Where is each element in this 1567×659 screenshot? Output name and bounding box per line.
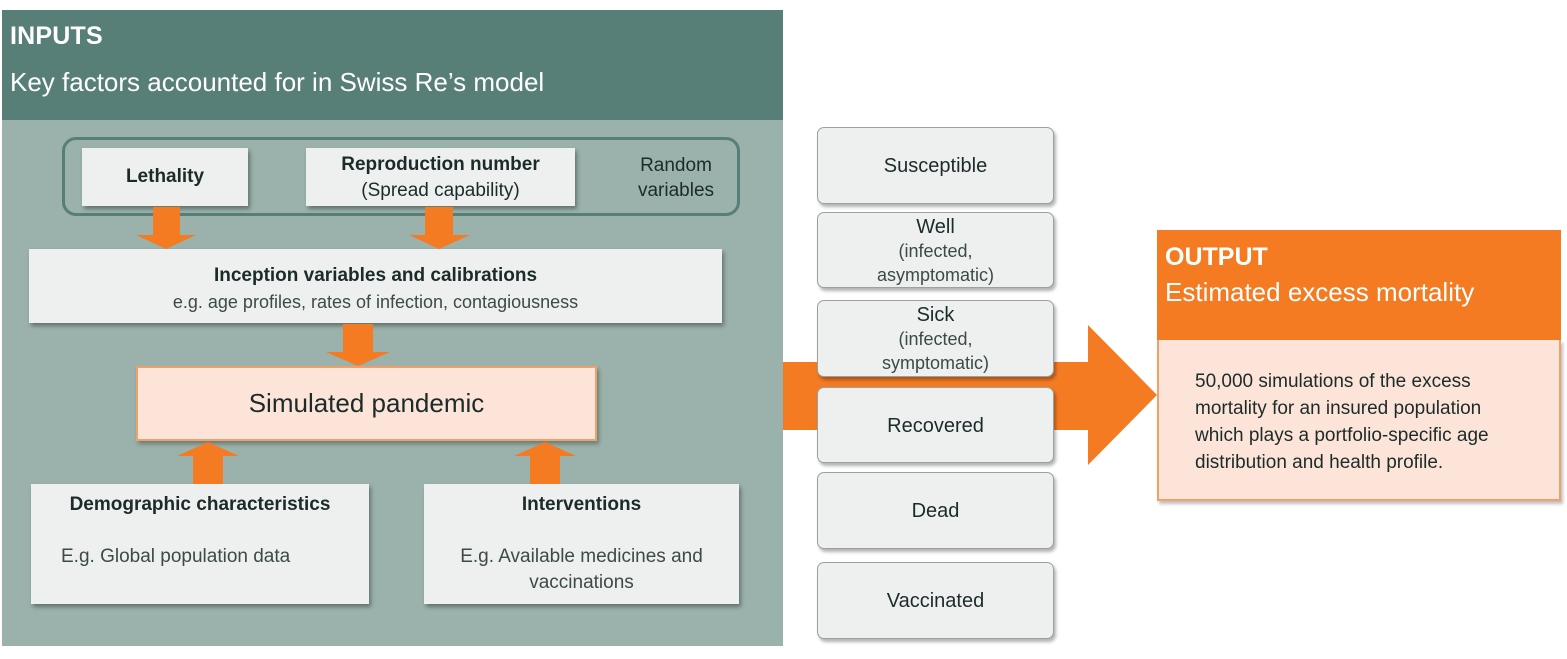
lethality-box: Lethality xyxy=(82,148,248,206)
reproduction-title: Reproduction number xyxy=(341,154,540,175)
state-well-sub-1: (infected, xyxy=(898,241,973,261)
arrow-reproduction-down xyxy=(409,207,470,249)
state-sick-label: Sick xyxy=(916,304,955,326)
state-well-sub-2: asymptomatic) xyxy=(876,265,995,285)
output-line-1: 50,000 simulations of the excess xyxy=(1195,371,1471,392)
output-line-2: mortality for an insured population xyxy=(1195,398,1482,419)
inception-variables-box: Inception variables and calibrations e.g… xyxy=(29,249,722,323)
demographic-description: E.g. Global population data xyxy=(61,546,291,567)
inception-title: Inception variables and calibrations xyxy=(213,265,538,286)
output-subheading: Estimated excess mortality xyxy=(1165,277,1475,307)
inputs-header: INPUTS Key factors accounted for in Swis… xyxy=(2,10,783,120)
state-well-label: Well xyxy=(916,216,955,238)
arrow-lethality-down xyxy=(136,207,196,249)
output-line-3: which plays a portfolio-specific age xyxy=(1195,425,1489,446)
arrow-inception-down xyxy=(326,324,390,366)
state-sick-sub-1: (infected, xyxy=(898,329,973,349)
state-dead: Dead xyxy=(817,472,1054,549)
simulated-pandemic-box: Simulated pandemic xyxy=(136,366,597,441)
state-vaccinated: Vaccinated xyxy=(817,562,1054,639)
interventions-desc-line-1: E.g. Available medicines and xyxy=(460,546,703,567)
random-label-line-1: Random xyxy=(640,155,712,176)
random-label-line-2: variables xyxy=(637,180,715,201)
state-sick: Sick (infected, symptomatic) xyxy=(817,300,1054,377)
state-well: Well (infected, asymptomatic) xyxy=(817,212,1054,288)
arrow-demographic-up xyxy=(177,442,239,484)
interventions-title: Interventions xyxy=(521,494,642,515)
reproduction-number-box: Reproduction number (Spread capability) xyxy=(306,148,575,206)
interventions-description: E.g. Available medicines and vaccination… xyxy=(424,544,739,596)
output-line-4: distribution and health profile. xyxy=(1195,452,1444,473)
output-heading: OUTPUT xyxy=(1165,243,1268,271)
demographic-characteristics-box: Demographic characteristics E.g. Global … xyxy=(31,484,369,604)
state-sick-sub-2: symptomatic) xyxy=(881,353,989,373)
interventions-box: Interventions E.g. Available medicines a… xyxy=(424,484,739,604)
arrow-interventions-up xyxy=(514,442,576,484)
output-header: OUTPUT Estimated excess mortality xyxy=(1157,230,1561,340)
interventions-desc-line-2: vaccinations xyxy=(529,572,634,593)
inputs-heading: INPUTS xyxy=(10,22,103,50)
random-variables-label: Random variables xyxy=(628,153,724,203)
random-variables-group xyxy=(62,137,740,216)
inputs-subheading: Key factors accounted for in Swiss Re’s … xyxy=(10,67,545,97)
state-susceptible: Susceptible xyxy=(817,127,1054,204)
state-recovered: Recovered xyxy=(817,387,1054,463)
reproduction-subtitle: (Spread capability) xyxy=(361,180,520,201)
output-description-box: 50,000 simulations of the excess mortali… xyxy=(1157,340,1561,501)
inception-subtitle: e.g. age profiles, rates of infection, c… xyxy=(172,292,579,312)
demographic-title: Demographic characteristics xyxy=(69,494,331,515)
